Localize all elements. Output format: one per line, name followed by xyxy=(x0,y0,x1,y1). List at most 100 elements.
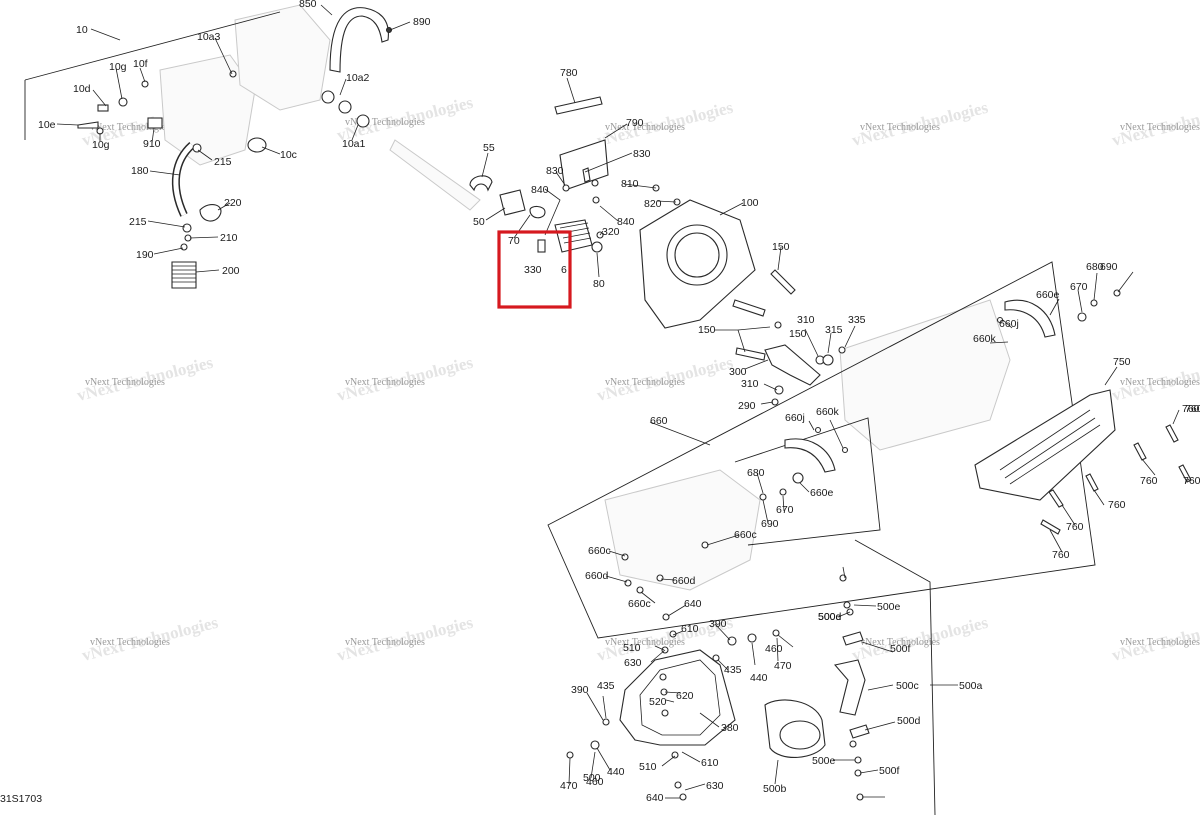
watermark-text: vNext Technologies xyxy=(860,122,940,133)
callout-label: 10a3 xyxy=(197,31,221,43)
callout-label: 190 xyxy=(136,249,154,261)
callout-label: 435 xyxy=(724,664,742,676)
callout-label: 660j xyxy=(999,318,1019,330)
callout-label: 660c xyxy=(628,598,651,610)
callout-label: 10f xyxy=(133,58,148,70)
callout-label: 660d xyxy=(672,575,696,587)
callout-label: 470 xyxy=(774,660,792,672)
callout-label: 500e xyxy=(877,601,901,613)
callout-label: 10a1 xyxy=(342,138,366,150)
callout-label: 390 xyxy=(571,684,589,696)
callout-label: 10d xyxy=(73,83,91,95)
callout-label: 460 xyxy=(586,776,604,788)
callout-label: 660k xyxy=(973,333,997,345)
callout-label: 840 xyxy=(617,216,635,228)
callout-label: 690 xyxy=(1100,261,1118,273)
callout-label: 440 xyxy=(750,672,768,684)
callout-label: 320 xyxy=(602,226,620,238)
callout-label: 470 xyxy=(560,780,578,792)
watermark-text: vNext Technologies xyxy=(1120,122,1200,133)
group-frames xyxy=(24,11,1096,816)
callout-label: 335 xyxy=(848,314,866,326)
callout-label: 670 xyxy=(1070,281,1088,293)
callout-label: 460 xyxy=(765,643,783,655)
callout-label: 760 xyxy=(1185,403,1200,415)
part-shapes xyxy=(77,7,1192,801)
callout-label: 510 xyxy=(639,761,657,773)
callout-label: 10g xyxy=(109,61,127,73)
callout-label: 180 xyxy=(131,165,149,177)
callout-label: 315 xyxy=(825,324,843,336)
callout-label: 440 xyxy=(607,766,625,778)
callout-label: 100 xyxy=(741,197,759,209)
callout-label: 500e xyxy=(812,755,836,767)
watermark-text: vNext Technologies xyxy=(605,122,685,133)
callout-label: 660k xyxy=(816,406,840,418)
watermark-text: vNext Technologies xyxy=(90,637,170,648)
callout-label: 890 xyxy=(413,16,431,28)
callout-label: 435 xyxy=(597,680,615,692)
callout-label: 6 xyxy=(561,264,567,276)
callout-label: 630 xyxy=(706,780,724,792)
callout-label: 750 xyxy=(1113,356,1131,368)
callout-label: 820 xyxy=(644,198,662,210)
callout-label: 520 xyxy=(649,696,667,708)
callout-label: 500a xyxy=(959,680,983,692)
callout-label: 500 xyxy=(583,772,601,784)
watermark-text: vNext Technologies xyxy=(605,377,685,388)
callout-label: 640 xyxy=(684,598,702,610)
watermark-text: vNext Technologies xyxy=(345,377,425,388)
drawing-code: 31S1703 xyxy=(0,793,42,805)
callout-label: 660c xyxy=(588,545,611,557)
callout-label: 610 xyxy=(701,757,719,769)
watermark-text: vNext Technologies xyxy=(85,377,165,388)
callout-label: 840 xyxy=(531,184,549,196)
callout-label: 55 xyxy=(483,142,495,154)
callout-label: 670 xyxy=(776,504,794,516)
callout-label: 690 xyxy=(761,518,779,530)
callout-label: 760 xyxy=(1052,549,1070,561)
callout-label: 50 xyxy=(473,216,485,228)
callout-label: 660c xyxy=(734,529,757,541)
callout-label: 660 xyxy=(650,415,668,427)
callout-label: 660e xyxy=(810,487,834,499)
callout-label: 640 xyxy=(646,792,664,804)
callout-label: 760 xyxy=(1108,499,1126,511)
callout-label: 760 xyxy=(1066,521,1084,533)
watermark-text: vNext Technologies xyxy=(860,637,940,648)
callout-label: 500d xyxy=(897,715,921,727)
callout-label: 380 xyxy=(721,722,739,734)
callout-label: 150 xyxy=(698,324,716,336)
watermark-text: vNext Technologies xyxy=(1120,637,1200,648)
callout-label: 810 xyxy=(621,178,639,190)
callout-label: 790 xyxy=(626,117,644,129)
watermark-text: vNext Technologies xyxy=(605,637,685,648)
callout-label: 660e xyxy=(1036,289,1060,301)
callout-label: 150 xyxy=(789,328,807,340)
callout-label: 660j xyxy=(785,412,805,424)
callout-label: 330 xyxy=(524,264,542,276)
callout-label: 500f xyxy=(890,643,911,655)
callout-label: 200 xyxy=(222,265,240,277)
callout-label: 660d xyxy=(585,570,609,582)
callout-label: 500e xyxy=(818,611,842,623)
callout-label: 780 xyxy=(560,67,578,79)
callout-label: 510 xyxy=(623,642,641,654)
callout-label: 630 xyxy=(624,657,642,669)
callout-label: 150 xyxy=(772,241,790,253)
callout-label: 70 xyxy=(508,235,520,247)
callout-label: 210 xyxy=(220,232,238,244)
callout-label: 850 xyxy=(299,0,317,10)
callout-label: 910 xyxy=(143,138,161,150)
callout-label: 680 xyxy=(1086,261,1104,273)
watermark-text: vNext Technologies xyxy=(1120,377,1200,388)
callout-label: 10 xyxy=(76,24,88,36)
engine-ghost-shapes xyxy=(159,4,1011,591)
callout-label: 390 xyxy=(709,618,727,630)
callout-label: 220 xyxy=(224,197,242,209)
callout-label: 310 xyxy=(741,378,759,390)
watermark-text: vNext Technologies xyxy=(90,122,170,133)
callout-label: 760 xyxy=(1183,475,1200,487)
